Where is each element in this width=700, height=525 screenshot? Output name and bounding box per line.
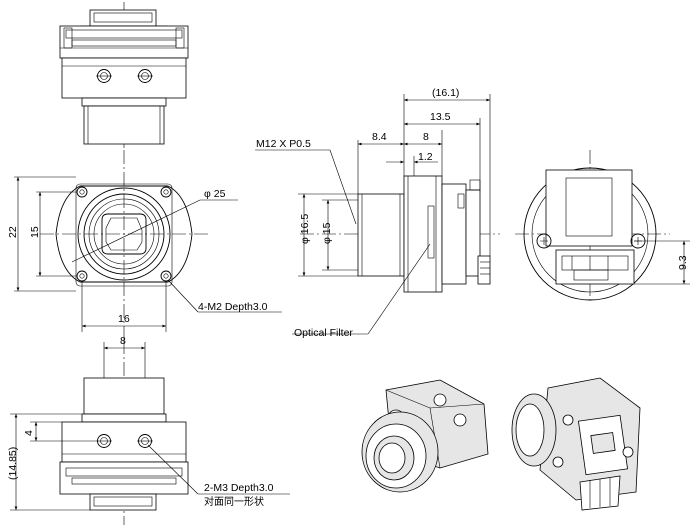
- dim-8-top: 8: [423, 131, 429, 143]
- dim-14-85: (14.85): [7, 447, 19, 480]
- iso-render-rear: [511, 377, 641, 511]
- dim-1-2: 1.2: [418, 151, 433, 163]
- dim-phi15: φ 15: [321, 222, 333, 244]
- bottom-view: [10, 340, 290, 525]
- dim-phi25: φ 25: [204, 188, 226, 200]
- label-4-m2: 4-M2 Depth3.0: [198, 301, 268, 313]
- dim-8-4: 8.4: [372, 131, 387, 143]
- label-2-m3: 2-M3 Depth3.0: [204, 482, 274, 494]
- dim-phi16-5: φ 16.5: [299, 214, 311, 244]
- front-view: [14, 150, 282, 340]
- iso-render-front: [361, 379, 489, 493]
- dim-9-3: 9.3: [677, 255, 689, 270]
- dim-8-bottom: 8: [120, 335, 126, 347]
- dim-15: 15: [29, 226, 41, 238]
- dim-13-5: 13.5: [430, 111, 451, 123]
- side-view: [255, 94, 500, 335]
- label-thread: M12 X P0.5: [256, 138, 311, 150]
- rear-view: [515, 150, 690, 301]
- label-opposite-side-note: 对面同一形状: [204, 495, 264, 508]
- top-view: [59, 2, 189, 150]
- dim-22: 22: [7, 226, 19, 238]
- label-optical-filter: Optical Filter: [294, 327, 353, 339]
- dim-16: 16: [118, 313, 130, 325]
- dim-overall-length: (16.1): [432, 87, 459, 99]
- dim-4: 4: [23, 430, 35, 436]
